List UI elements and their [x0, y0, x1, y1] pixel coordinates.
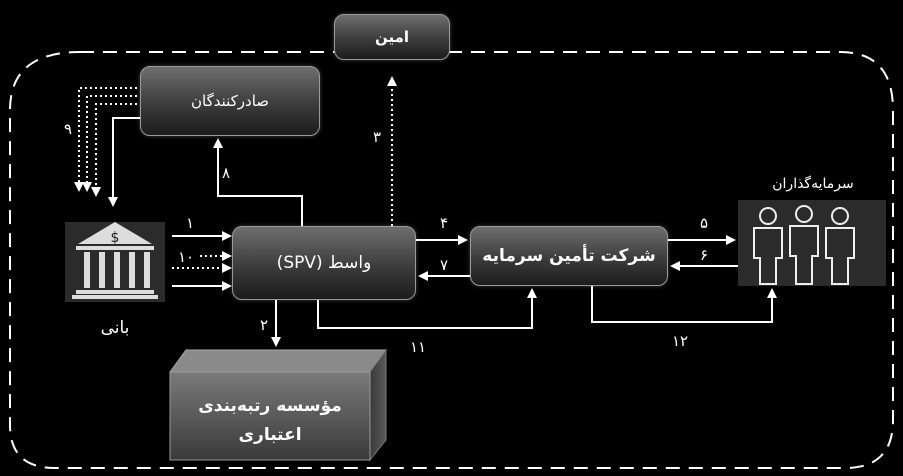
flow-number-4: ۴: [440, 214, 449, 232]
flow-number-5: ۵: [700, 214, 709, 232]
financing-company-label: شرکت تأمین سرمایه: [482, 246, 656, 266]
arrow-8-spv-to-issuers: [213, 138, 303, 226]
rating-agency-label: مؤسسه رتبه‌بندی اعتباری: [172, 392, 368, 450]
arrow-dotted-9-a: [74, 87, 142, 192]
flow-number-8: ۸: [222, 164, 231, 182]
spv-box: واسط (SPV): [232, 226, 416, 300]
amin-label: امین: [374, 28, 410, 46]
amin-box: امین: [334, 14, 450, 60]
issuers-label: صادرکنندگان: [190, 92, 270, 110]
flow-number-1: ۱: [186, 214, 195, 232]
flow-number-6: ۶: [700, 246, 709, 264]
spv-label: واسط (SPV): [276, 253, 372, 273]
arrow-dotted-9-c: [91, 103, 142, 197]
people-group-icon: [738, 200, 886, 286]
rating-agency-block: [169, 348, 387, 462]
flow-number-11: ۱۱: [410, 338, 427, 356]
bank-label: بانی: [100, 318, 130, 338]
arrow-12-company-to-investors: [591, 286, 777, 323]
svg-text:$: $: [111, 230, 120, 246]
boundary-dashed-outline: [9, 51, 894, 469]
investors-label: سرمایه‌گذاران: [772, 176, 854, 192]
flow-number-9: ۹: [64, 120, 73, 138]
flow-number-12: ۱۲: [672, 332, 689, 350]
arrow-dotted-9-b: [82, 95, 142, 192]
arrow-11-spv-to-company: [317, 288, 537, 329]
flow-number-3: ۳: [373, 128, 382, 146]
rating-agency-label-line2: اعتباری: [238, 424, 302, 445]
financing-company-box: شرکت تأمین سرمایه: [470, 226, 668, 286]
arrow-issuers-to-bank: [108, 117, 142, 207]
rating-agency-label-line1: مؤسسه رتبه‌بندی: [198, 396, 342, 416]
flow-number-2: ۲: [260, 316, 269, 334]
bank-building-icon: $: [65, 222, 165, 302]
flow-number-10: ۱۰: [178, 248, 195, 266]
issuers-box: صادرکنندگان: [140, 66, 320, 136]
flow-number-7: ۷: [440, 256, 449, 274]
